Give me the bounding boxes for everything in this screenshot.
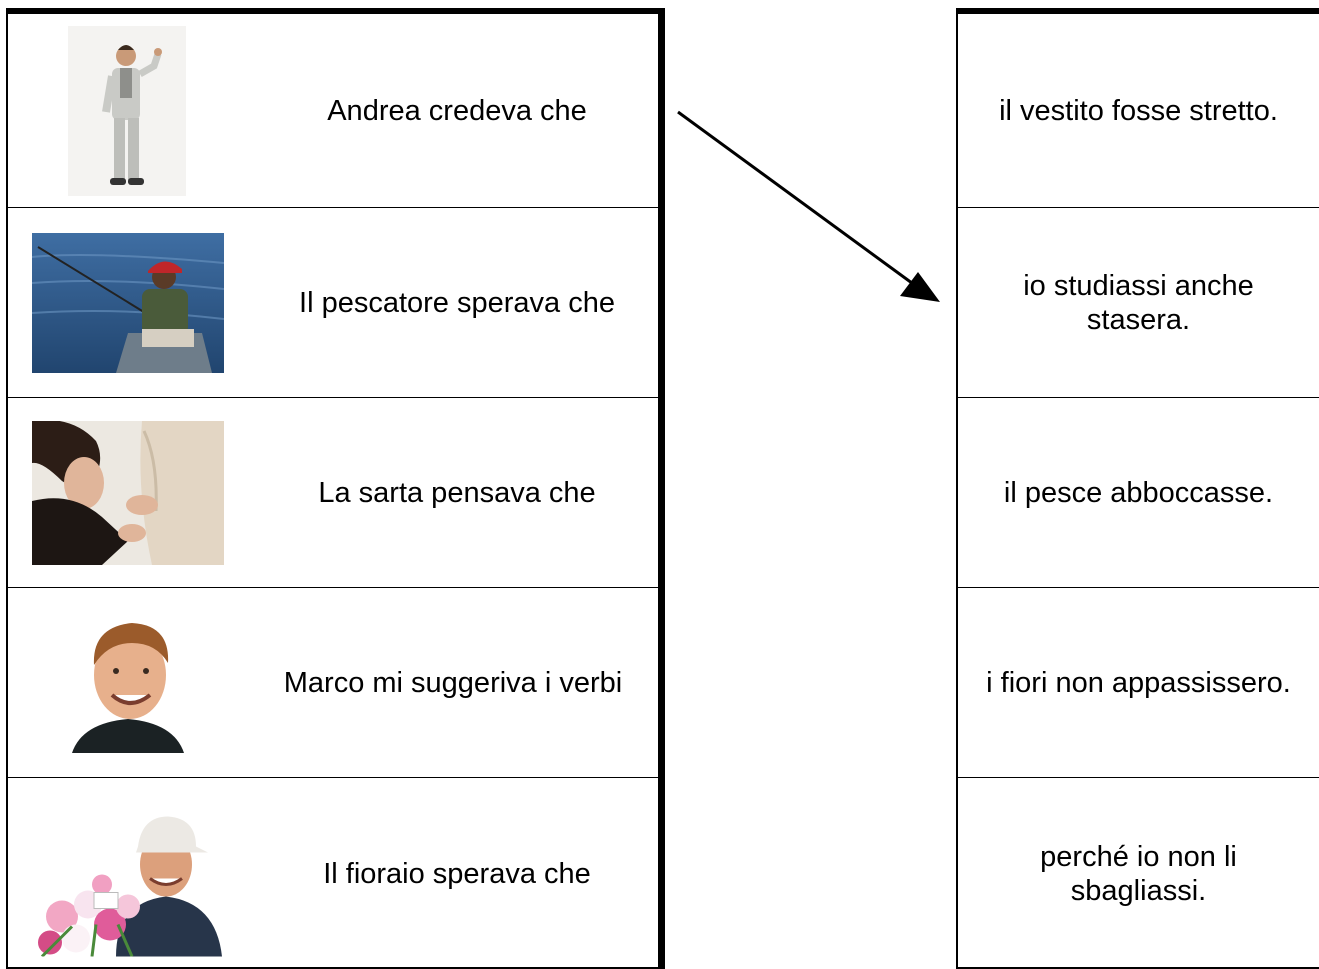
left-row-4[interactable]: Marco mi suggeriva i verbi (8, 588, 658, 778)
right-row-3[interactable]: il pesce abboccasse. (958, 398, 1319, 588)
left-row-2[interactable]: Il pescatore sperava che (8, 208, 658, 398)
right-row-4[interactable]: i fiori non appassissero. (958, 588, 1319, 778)
boy-in-suit-photo (68, 25, 186, 196)
left-phrase-5: Il fioraio sperava che (323, 857, 591, 890)
right-answer-4: i fiori non appassissero. (986, 666, 1291, 699)
right-row-5[interactable]: perché io non li sbagliassi. (958, 778, 1319, 969)
seamstress-fitting-photo (32, 420, 224, 565)
left-row-1[interactable]: Andrea credeva che (8, 14, 658, 208)
left-sentence-column: Andrea credeva che Il pesca (6, 8, 665, 969)
left-row-3[interactable]: La sarta pensava che (8, 398, 658, 588)
right-row-2[interactable]: io studiassi anche stasera. (958, 208, 1319, 398)
right-row-1[interactable]: il vestito fosse stretto. (958, 14, 1319, 208)
left-phrase-2: Il pescatore sperava che (299, 286, 615, 319)
florist-with-bouquet-photo (32, 806, 224, 956)
left-phrase-4: Marco mi suggeriva i verbi (283, 666, 623, 699)
right-ending-column: il vestito fosse stretto. io studiassi a… (956, 8, 1319, 969)
matching-arrow (677, 110, 940, 302)
right-answer-3: il pesce abboccasse. (1003, 476, 1274, 509)
right-answer-1: il vestito fosse stretto. (999, 94, 1278, 127)
left-phrase-3: La sarta pensava che (318, 476, 596, 509)
right-answer-2: io studiassi anche stasera. (1023, 269, 1254, 336)
left-phrase-1: Andrea credeva che (327, 94, 587, 127)
smiling-young-man-photo (32, 612, 224, 753)
fisherman-in-boat-photo (32, 232, 224, 373)
right-answer-5: perché io non li sbagliassi. (1040, 840, 1237, 907)
left-row-5[interactable]: Il fioraio sperava che (8, 778, 658, 969)
